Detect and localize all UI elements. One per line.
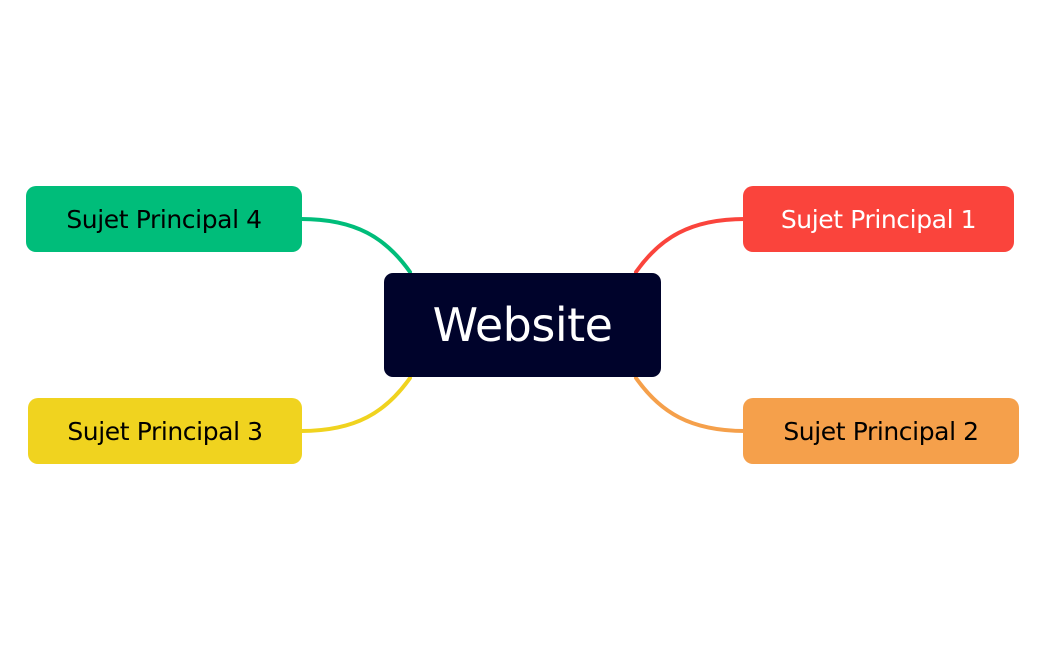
topic-node-4[interactable]: Sujet Principal 4 bbox=[26, 186, 302, 252]
connector-topic-3 bbox=[299, 376, 412, 433]
central-node-website[interactable]: Website bbox=[384, 273, 661, 377]
connector-topic-1 bbox=[634, 217, 747, 274]
topic-node-3[interactable]: Sujet Principal 3 bbox=[28, 398, 302, 464]
topic-node-1[interactable]: Sujet Principal 1 bbox=[743, 186, 1014, 252]
connector-topic-2 bbox=[634, 376, 747, 433]
connector-topic-4 bbox=[299, 217, 412, 274]
topic-node-2[interactable]: Sujet Principal 2 bbox=[743, 398, 1019, 464]
